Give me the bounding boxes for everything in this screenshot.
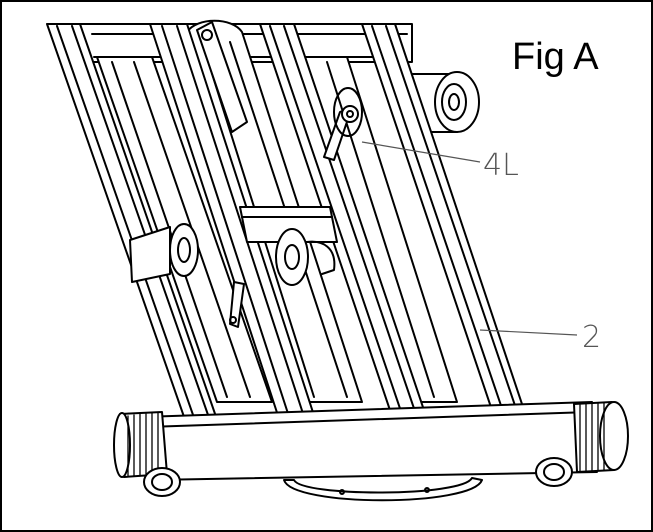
leader-line-2 (479, 329, 578, 336)
lever-4l (323, 87, 363, 161)
right-middle-roller (275, 228, 336, 286)
left-outer-frame-rail (46, 23, 223, 435)
stabilizer-foot (283, 477, 483, 502)
figure-title: Fig A (512, 36, 599, 78)
left-middle-roller (129, 223, 199, 283)
hanging-bracket (229, 281, 245, 328)
callout-4l: 4L (483, 148, 519, 183)
right-transport-wheel (535, 457, 573, 487)
bottom-crossbar (138, 401, 598, 481)
right-end-cap (573, 401, 629, 473)
middle-cross-brace (239, 206, 338, 243)
leader-line-4l (361, 141, 481, 163)
left-transport-wheel (143, 467, 181, 497)
left-end-cap (113, 411, 168, 478)
callout-2: 2 (582, 320, 601, 355)
